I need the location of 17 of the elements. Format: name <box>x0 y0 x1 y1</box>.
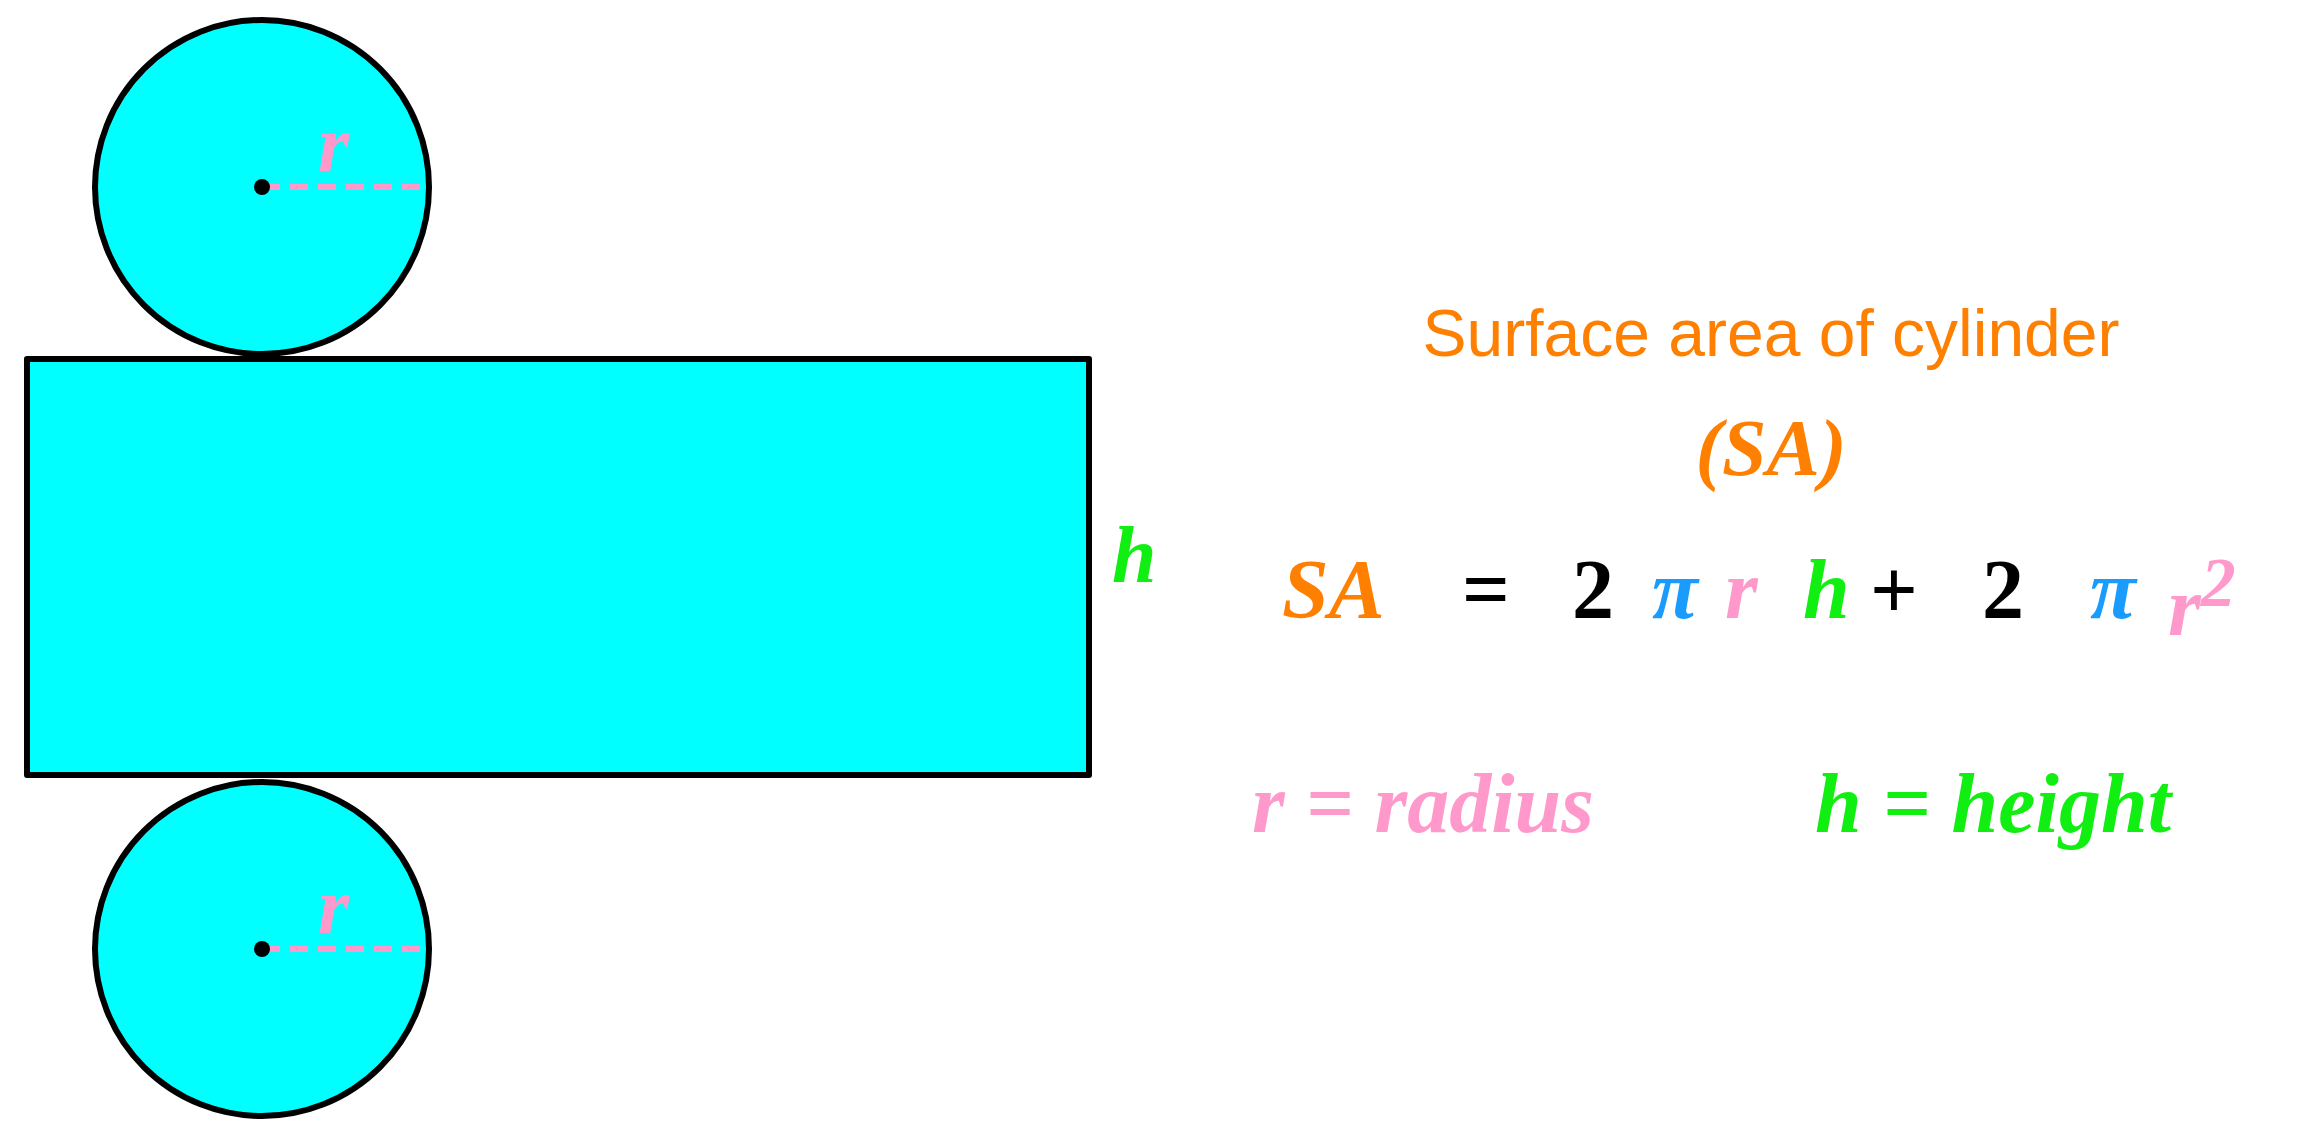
radius-label: r <box>318 104 350 184</box>
radius-label: r <box>318 866 350 946</box>
formula-symbol: 2 <box>1572 548 1614 632</box>
circle-face <box>92 17 432 357</box>
formula-symbol: 2 <box>1982 548 2024 632</box>
formula-symbol: r <box>1725 548 1758 632</box>
formula-symbol: = <box>1462 548 1510 632</box>
formula-symbol: SA <box>1282 548 1385 632</box>
formula-symbol: π <box>1652 548 1698 632</box>
formula-symbol: r$^{2}$ <box>2168 548 2236 649</box>
rectangle-face <box>24 356 1092 778</box>
formula-symbol: + <box>1870 548 1918 632</box>
definition-text: r = radius <box>1252 762 1594 846</box>
formula-symbol: π <box>2090 548 2136 632</box>
height-label: h <box>1112 515 1157 595</box>
circle-face <box>92 779 432 1119</box>
formula-symbol: h <box>1803 548 1850 632</box>
